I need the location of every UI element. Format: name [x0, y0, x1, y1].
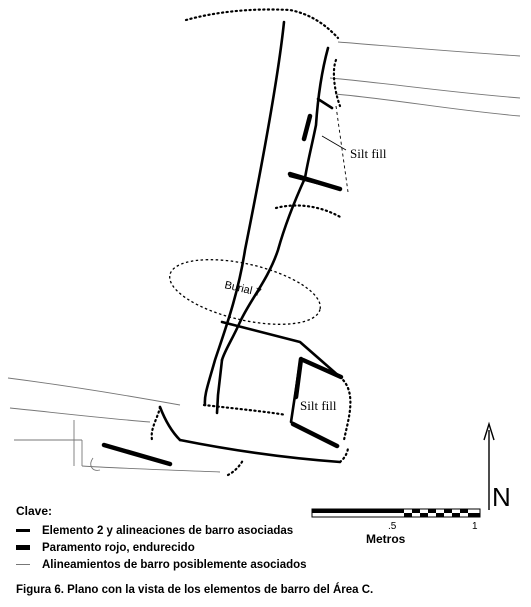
scale-bar: .5 1 Metros: [311, 508, 481, 546]
burial-ellipse: [169, 259, 321, 325]
scale-tick-mid: .5: [388, 521, 397, 532]
legend-swatch-medium: [16, 529, 30, 532]
legend-item: Elemento 2 y alineaciones de barro asoci…: [16, 522, 346, 539]
north-arrow-head: [483, 421, 495, 441]
legend-swatch-thick: [16, 545, 30, 550]
scale-tick-end: 1: [472, 521, 478, 532]
legend: Clave: Elemento 2 y alineaciones de barr…: [16, 504, 346, 573]
legend-item: Paramento rojo, endurecido: [16, 539, 346, 556]
silt-fill-lower-label: Silt fill: [300, 398, 337, 413]
silt-fill-upper-boundary: [335, 105, 349, 193]
legend-item-label: Elemento 2 y alineaciones de barro asoci…: [42, 524, 294, 537]
legend-item-label: Paramento rojo, endurecido: [42, 541, 195, 554]
dotted-edges: [150, 8, 352, 477]
burial-label: Burial 7: [223, 279, 262, 299]
red-facing-segments: [101, 113, 344, 467]
figure-caption: Figura 6. Plano con la vista de los elem…: [16, 584, 374, 596]
scale-title: Metros: [366, 532, 406, 546]
scale-bar-fill: [312, 509, 480, 517]
element-2-walls: [158, 20, 342, 464]
legend-swatch-thin: [16, 564, 30, 565]
legend-title: Clave:: [16, 504, 53, 518]
possible-alignment-lines: [7, 41, 521, 473]
legend-item-label: Alineamientos de barro posiblemente asoc…: [42, 558, 307, 571]
north-label: N: [492, 482, 511, 512]
north-arrow: N: [483, 421, 511, 512]
legend-item: Alineamientos de barro posiblemente asoc…: [16, 556, 346, 573]
silt-fill-upper-label: Silt fill: [350, 146, 387, 161]
silt-fill-pointer: [321, 135, 347, 151]
